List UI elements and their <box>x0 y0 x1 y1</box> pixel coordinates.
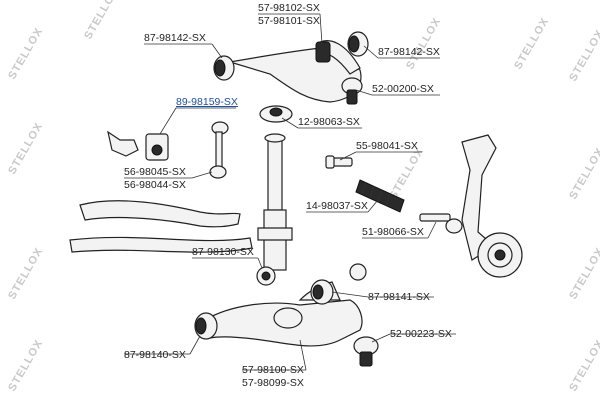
watermark-left-top: STELLOX <box>6 26 45 82</box>
watermark-right-top: STELLOX <box>567 28 600 84</box>
watermark-top-a: STELLOX <box>82 0 121 42</box>
watermark-right-mid: STELLOX <box>567 146 600 202</box>
label-56-98044[interactable]: 56-98044-SX <box>124 179 186 191</box>
steering-knuckle <box>461 134 523 278</box>
shock-bushing <box>256 266 276 286</box>
stabilizer-link <box>209 121 229 179</box>
label-57-98099[interactable]: 57-98099-SX <box>242 377 304 389</box>
upper-arm-bushing-right <box>347 31 369 57</box>
label-51-98066[interactable]: 51-98066-SX <box>362 226 424 238</box>
stabilizer-bar <box>79 200 241 228</box>
stabilizer-bar-lower <box>69 236 253 253</box>
watermark-right-low: STELLOX <box>567 246 600 302</box>
label-87-98141[interactable]: 87-98141-SX <box>368 291 430 303</box>
label-87-98142-right[interactable]: 87-98142-SX <box>378 46 440 58</box>
label-55-98041[interactable]: 55-98041-SX <box>356 140 418 152</box>
steering-boot <box>355 179 405 213</box>
watermark-center: STELLOX <box>387 146 426 202</box>
watermark-right-bottom: STELLOX <box>567 338 600 394</box>
tie-rod-end <box>419 213 463 234</box>
leader-lines <box>124 13 456 371</box>
watermark-top-b: STELLOX <box>404 16 443 72</box>
label-87-98140[interactable]: 87-98140-SX <box>124 349 186 361</box>
watermark-left-mid: STELLOX <box>6 121 45 177</box>
watermark-left-bottom: STELLOX <box>6 338 45 394</box>
label-57-98100[interactable]: 57-98100-SX <box>242 364 304 376</box>
inner-tie-rod <box>325 155 353 169</box>
lower-arm-bushing-rear <box>310 279 334 305</box>
watermark-top-c: STELLOX <box>512 16 551 72</box>
upper-control-arm <box>229 40 362 103</box>
lower-ball-joint <box>353 336 379 367</box>
label-52-00223[interactable]: 52-00223-SX <box>390 328 452 340</box>
stabilizer-bushing <box>107 130 169 161</box>
lower-arm-bushing-small <box>349 263 367 281</box>
strut-mount <box>259 105 293 123</box>
label-52-00200[interactable]: 52-00200-SX <box>372 83 434 95</box>
lower-control-arm <box>204 281 363 347</box>
lower-arm-bushing-front <box>194 312 218 340</box>
label-14-98037[interactable]: 14-98037-SX <box>306 200 368 212</box>
label-12-98063[interactable]: 12-98063-SX <box>298 116 360 128</box>
label-87-98142-left[interactable]: 87-98142-SX <box>144 32 206 44</box>
label-87-98130[interactable]: 87-98130-SX <box>192 246 254 258</box>
upper-arm-bushing-left <box>213 55 235 81</box>
label-57-98102[interactable]: 57-98102-SX <box>258 2 320 14</box>
shock-absorber <box>257 133 293 271</box>
watermark-left-low: STELLOX <box>6 246 45 302</box>
label-89-98159[interactable]: 89-98159-SX <box>176 96 238 108</box>
label-57-98101[interactable]: 57-98101-SX <box>258 15 320 27</box>
label-56-98045[interactable]: 56-98045-SX <box>124 166 186 178</box>
